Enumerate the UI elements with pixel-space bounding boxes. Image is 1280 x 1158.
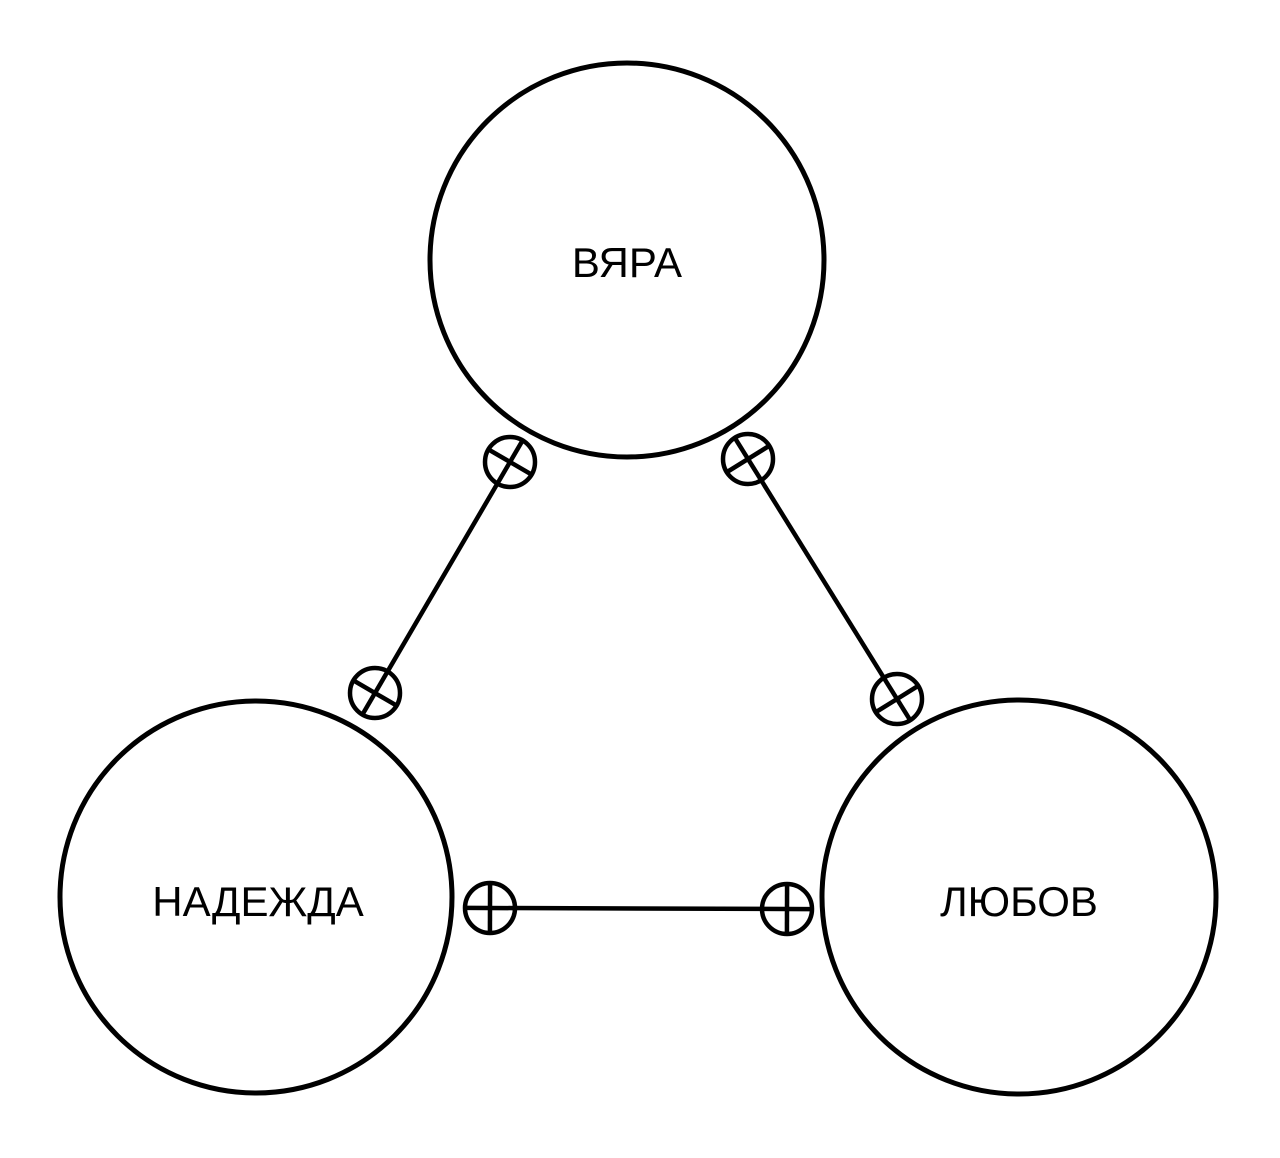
node-nadezhda: НАДЕЖДА bbox=[57, 698, 455, 1096]
marker-crossbar bbox=[352, 678, 398, 708]
circle-cross-marker-icon bbox=[482, 434, 538, 490]
circle-cross-marker-icon bbox=[462, 880, 518, 936]
edge-nadezhda-lyubov bbox=[462, 880, 815, 937]
edge-line bbox=[373, 460, 512, 695]
node-lyubov: ЛЮБОВ bbox=[819, 697, 1219, 1097]
marker-crossbar bbox=[487, 447, 533, 477]
marker-crossbar bbox=[725, 443, 771, 475]
node-vyara: ВЯРА bbox=[427, 60, 827, 460]
node-label: НАДЕЖДА bbox=[152, 878, 363, 925]
node-circle bbox=[57, 698, 455, 1096]
circle-cross-marker-icon bbox=[869, 671, 925, 727]
edge-vyara-lyubov bbox=[720, 431, 925, 727]
marker-crossbar bbox=[874, 683, 920, 715]
node-circle bbox=[819, 697, 1219, 1097]
circle-cross-marker-icon bbox=[347, 665, 403, 721]
circle-cross-marker-icon bbox=[720, 431, 776, 487]
node-label: ВЯРА bbox=[572, 239, 682, 286]
circle-cross-marker-icon bbox=[759, 881, 815, 937]
edge-vyara-nadezhda bbox=[347, 434, 538, 721]
edge-line bbox=[746, 457, 899, 701]
node-label: ЛЮБОВ bbox=[940, 878, 1098, 925]
edge-line bbox=[489, 905, 788, 912]
node-circle bbox=[427, 60, 827, 460]
